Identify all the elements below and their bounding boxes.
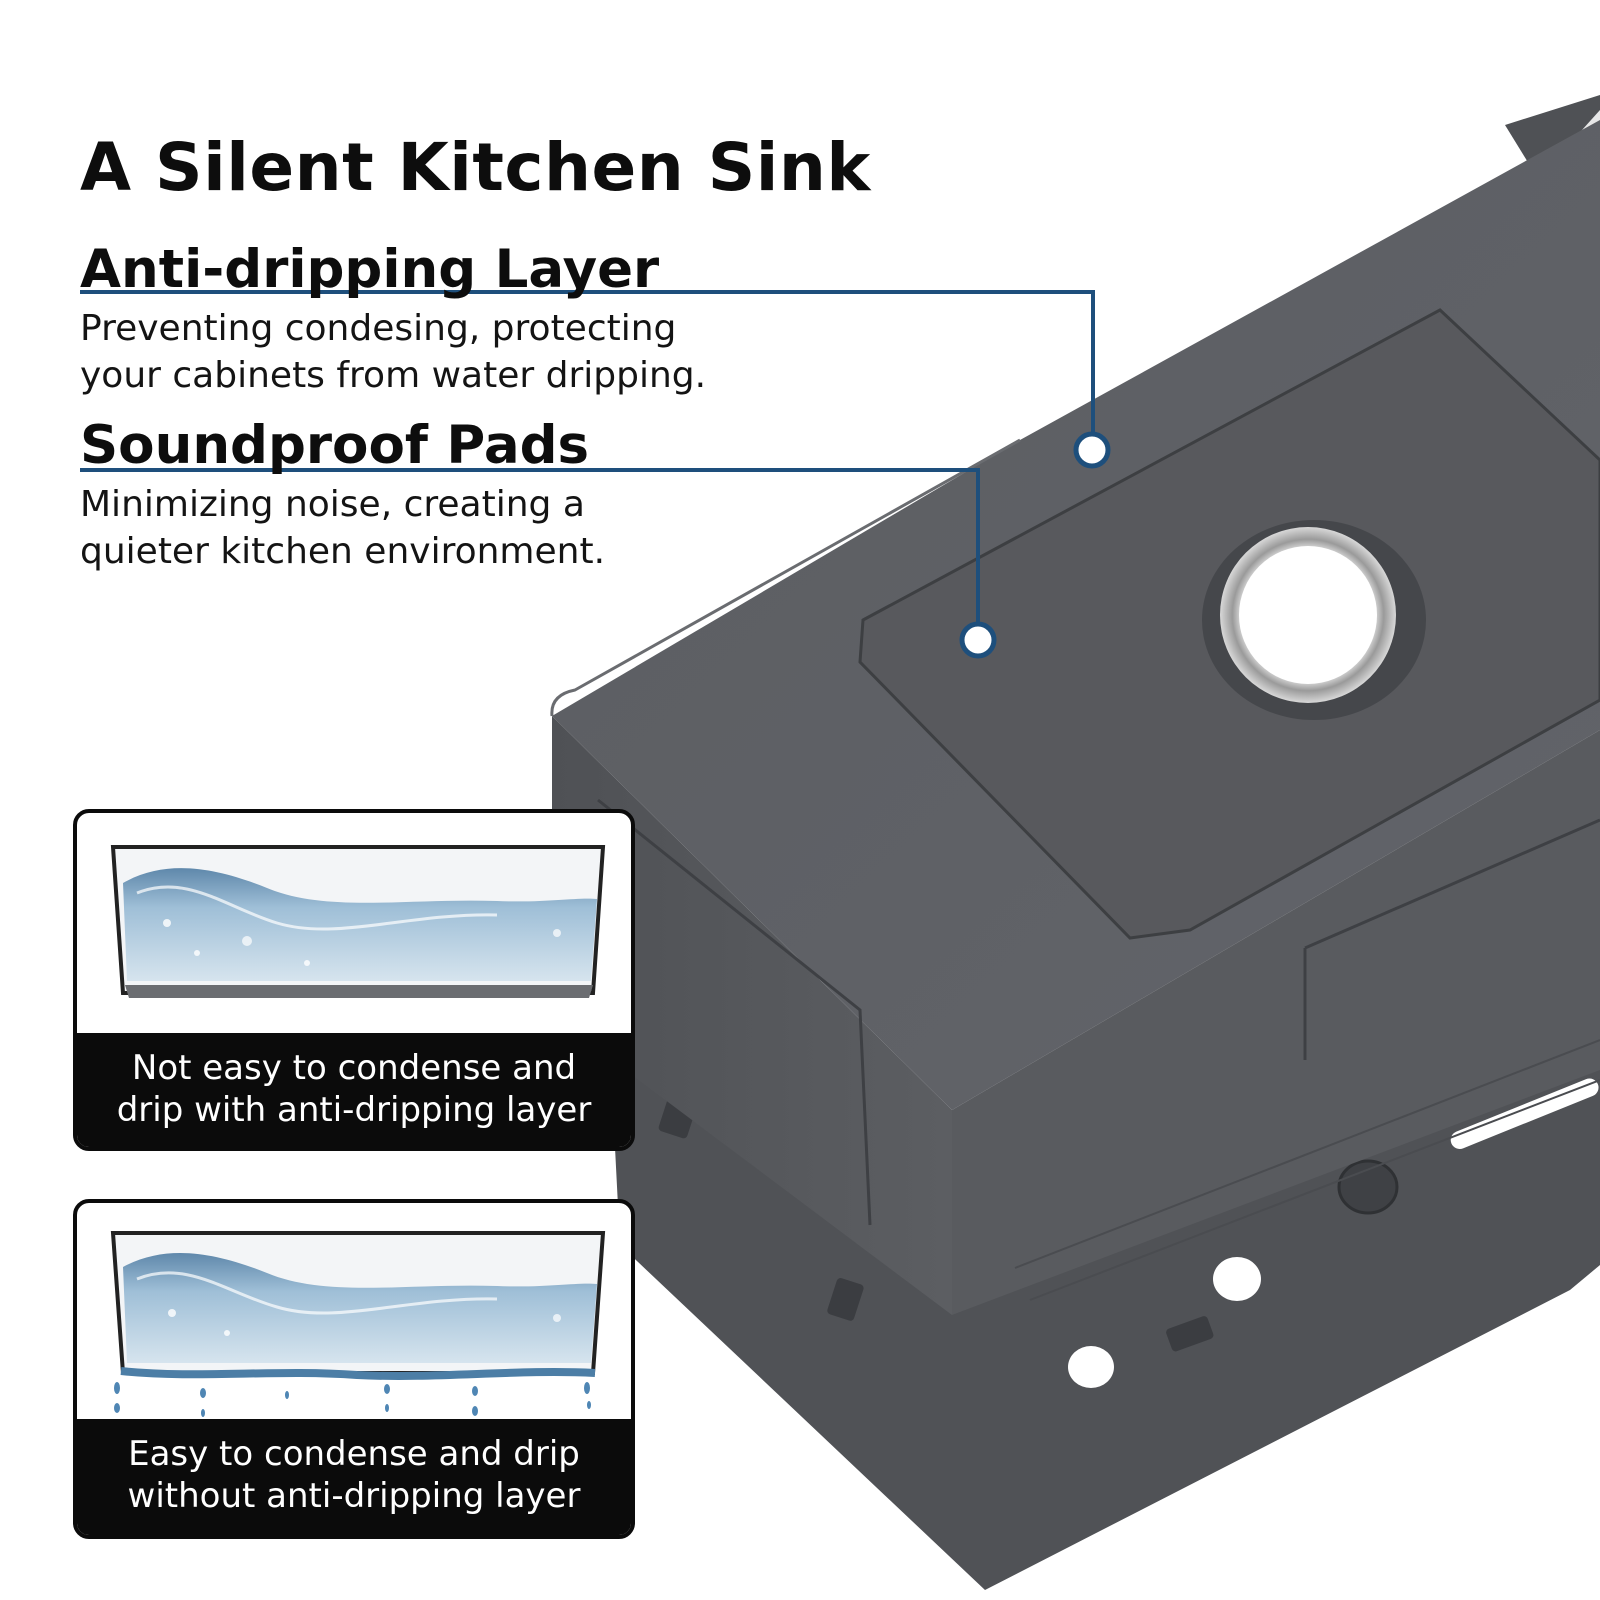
caption-line: Easy to condense and drip xyxy=(128,1434,580,1474)
description-line: your cabinets from water dripping. xyxy=(80,355,707,396)
comparison-card-with-layer: Not easy to condense and drip with anti-… xyxy=(73,809,635,1151)
basin-dripping-illustration xyxy=(110,1231,606,1433)
callout-dot-icon xyxy=(1073,431,1111,469)
water-drop-icon xyxy=(114,1382,591,1433)
basin-water-illustration xyxy=(110,845,606,998)
callout-dot-icon xyxy=(959,621,997,659)
comparison-caption: Not easy to condense and drip with anti-… xyxy=(77,1033,631,1147)
page-title: A Silent Kitchen Sink xyxy=(80,129,871,206)
feature-description-soundproof: Minimizing noise, creating a quieter kit… xyxy=(80,481,605,575)
comparison-card-without-layer: Easy to condense and drip without anti-d… xyxy=(73,1199,635,1539)
caption-line: Not easy to condense and xyxy=(131,1048,577,1088)
drain-hole-icon xyxy=(1202,520,1426,720)
caption-line: without anti-dripping layer xyxy=(127,1476,581,1516)
caption-line: drip with anti-dripping layer xyxy=(116,1090,592,1130)
feature-description-anti-dripping: Preventing condesing, protecting your ca… xyxy=(80,305,706,399)
description-line: Preventing condesing, protecting xyxy=(80,308,677,349)
feature-heading-anti-dripping: Anti-dripping Layer xyxy=(80,239,660,300)
description-line: Minimizing noise, creating a xyxy=(80,484,585,525)
comparison-caption: Easy to condense and drip without anti-d… xyxy=(77,1419,631,1535)
mount-hole-icon xyxy=(1068,1346,1114,1388)
callout-lines xyxy=(80,290,1111,659)
mount-hole-icon xyxy=(1213,1257,1261,1301)
feature-heading-soundproof: Soundproof Pads xyxy=(80,415,590,476)
description-line: quieter kitchen environment. xyxy=(80,531,606,572)
mount-slot-icon xyxy=(1450,1078,1599,1149)
